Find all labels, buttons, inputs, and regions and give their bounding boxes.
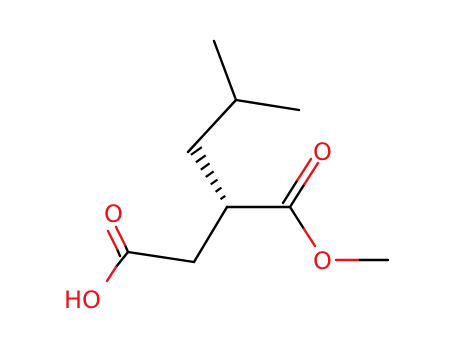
atom-hydroxyl: HO	[64, 286, 101, 314]
bond-ch-ch2	[186, 98, 238, 154]
bond-acid-c-oh	[114, 250, 130, 269]
bond-ch-ch3b	[234, 98, 301, 112]
acid-carbonyl-double-bond	[106, 225, 130, 258]
atom-o-ester-carbonyl: O	[313, 138, 332, 166]
atom-o-ester: O	[313, 247, 332, 275]
bond-ester-c-o-red	[302, 227, 317, 248]
bond-ester-c-o	[288, 205, 306, 231]
ester-carbonyl-double-bond	[281, 157, 320, 209]
hashed-wedge-bond	[190, 146, 226, 201]
atom-o-acid-carbonyl: O	[104, 200, 123, 228]
bond-ch3a-ch	[212, 39, 238, 102]
bond-acid-c-oh-red	[105, 265, 118, 283]
bond-ch2-cooh	[126, 250, 196, 264]
bond-stereo-ch2-acid	[192, 205, 229, 264]
